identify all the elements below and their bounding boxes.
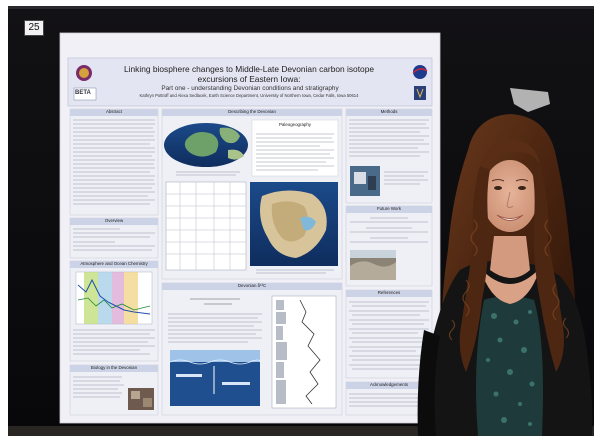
- strat-column: [276, 300, 287, 404]
- stratigraphy-table: [165, 181, 247, 271]
- map-caption-lines: [256, 269, 334, 274]
- atmosphere-header-bar: [70, 261, 158, 268]
- left-eyebrow: [491, 179, 505, 182]
- neck: [490, 236, 530, 278]
- outcrop-rock: [350, 261, 396, 280]
- ocean-label-2: [222, 382, 250, 385]
- inland-sea: [300, 216, 316, 231]
- ocean-label-1: [176, 374, 202, 377]
- poster: [59, 32, 441, 424]
- face: [482, 160, 538, 232]
- globe-continent-1: [184, 132, 219, 157]
- lab-instrument-shadow: [368, 176, 376, 190]
- graph-band-pink: [112, 272, 124, 324]
- graph-band-yellow: [124, 272, 138, 324]
- devonian-header: Describing the Devonian: [228, 109, 276, 114]
- beta-logo-label: BETA: [75, 90, 91, 96]
- poster-authors: Kathryn Pottroff and Alexa Sedlacek, Ear…: [139, 93, 359, 98]
- abstract-text-lines: [73, 119, 155, 205]
- references-text-lines: [349, 301, 429, 370]
- globe-continent-3: [228, 149, 244, 160]
- poster-subtitle: Part one - understanding Devonian condit…: [161, 85, 339, 92]
- graph-line-blue: [77, 278, 151, 315]
- graph-band-blue: [98, 272, 112, 324]
- floor-strip: [8, 426, 594, 436]
- nose: [506, 191, 514, 208]
- paleogeography-text-lines: [256, 133, 334, 171]
- lab-caption-lines: [384, 171, 428, 185]
- acknowledgements-text-lines: [349, 393, 429, 407]
- atmosphere-header: Atmosphere and Ocean Chemistry: [80, 261, 148, 266]
- isotopes-text-lines: [168, 313, 262, 343]
- stratigraphy-grid: [166, 182, 246, 270]
- paleogeography-header: Paleogeography: [279, 122, 311, 127]
- lab-instrument-detail: [354, 172, 366, 184]
- nasa-logo-swoosh: [412, 68, 428, 74]
- future-work-header: Future Work: [376, 206, 402, 211]
- left-logo-top-inner: [79, 68, 89, 78]
- blouse-pattern: [486, 310, 535, 426]
- poster-title-bar: [67, 57, 433, 107]
- overview-header: Overview: [104, 218, 124, 223]
- left-arm: [417, 330, 440, 436]
- graph-line-green: [77, 297, 151, 311]
- references-header-bar: [346, 290, 432, 297]
- outcrop-sky: [350, 250, 396, 258]
- references-panel: [345, 289, 433, 379]
- ocean-surface: [169, 359, 261, 365]
- poster-title: Linking biosphere changes to Middle-Late…: [123, 64, 375, 84]
- references-header: References: [377, 290, 401, 295]
- atmosphere-text-lines: [73, 329, 155, 355]
- devonian-header-bar: [162, 109, 342, 116]
- abstract-header-bar: [70, 109, 158, 116]
- wall-light-reflection: [510, 88, 550, 112]
- biology-header: Biology in the Devonian: [90, 365, 138, 370]
- board-number-tag: 25: [24, 20, 44, 36]
- uni-logo-mark: [416, 88, 424, 99]
- hair-left-curls: [459, 166, 490, 372]
- isotopes-header: Devonian δ¹³C: [237, 283, 267, 288]
- methods-header: Methods: [380, 109, 398, 114]
- wall-top-rail: [8, 6, 594, 9]
- right-eye: [518, 186, 526, 190]
- fossil-photo-detail-1: [131, 391, 140, 399]
- methods-text-lines: [349, 119, 429, 157]
- acknowledgements-header: Acknowledgements: [369, 382, 409, 387]
- nasa-logo: [413, 65, 427, 79]
- future-work-header-bar: [346, 206, 432, 213]
- globe-continent-2: [219, 127, 240, 144]
- isotope-curve: [299, 299, 321, 405]
- acknowledgements-header-bar: [346, 382, 432, 389]
- isotope-equation: [190, 298, 240, 305]
- continent-interior: [271, 201, 308, 242]
- hair-curl-highlights: [448, 219, 570, 341]
- overview-header-bar: [70, 218, 158, 225]
- fossil-photo-detail-2: [143, 398, 152, 407]
- paleogeography-box: [251, 119, 339, 177]
- methods-header-bar: [346, 109, 432, 116]
- abstract-panel: [69, 108, 159, 216]
- globe-caption-lines: [176, 171, 240, 176]
- hair-fringe: [482, 140, 540, 172]
- abstract-header: Abstract: [105, 109, 123, 114]
- right-eyebrow: [515, 179, 529, 182]
- smile: [496, 214, 524, 221]
- chest: [480, 268, 540, 304]
- person: [417, 114, 593, 436]
- left-eye: [494, 186, 502, 190]
- biology-header-bar: [70, 365, 158, 372]
- biology-text-lines: [73, 376, 124, 398]
- future-work-text-lines: [350, 217, 428, 243]
- beta-logo: [73, 87, 97, 101]
- isotopes-header-bar: [162, 283, 342, 290]
- hair-right-curls: [532, 166, 564, 372]
- patterned-blouse: [476, 296, 543, 436]
- overview-text-lines: [73, 228, 155, 251]
- ocean-diagram-sky: [170, 350, 260, 362]
